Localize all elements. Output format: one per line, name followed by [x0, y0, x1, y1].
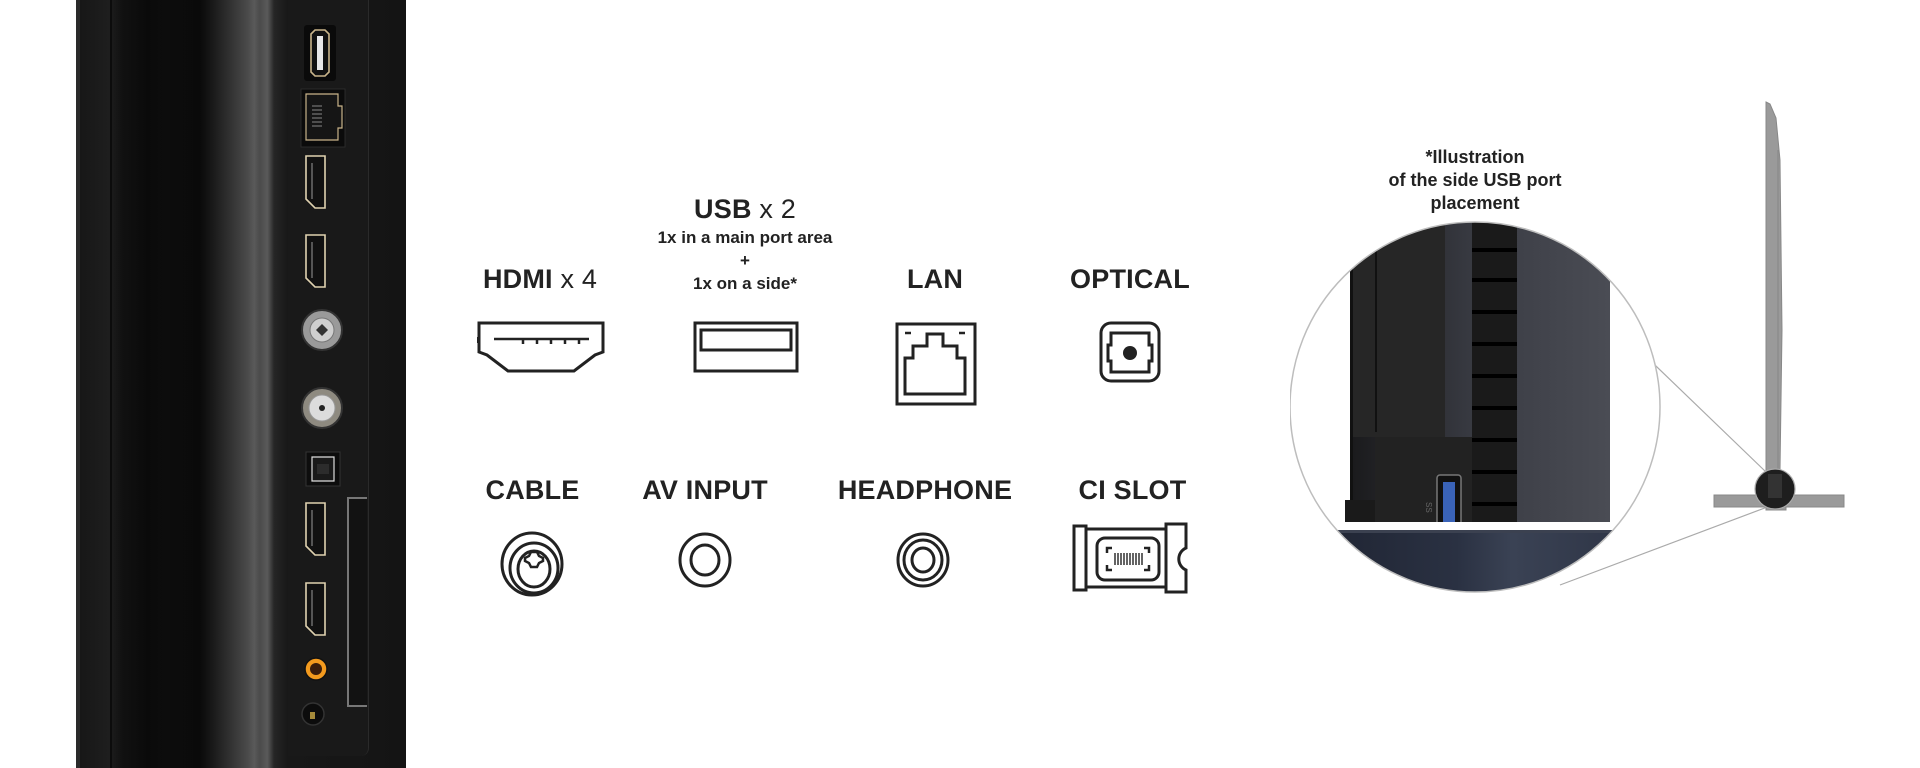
- lan-label: LAN: [906, 264, 964, 294]
- tv-side-view-drawing: SS: [1290, 101, 1845, 593]
- hdmi-label: HDMI x 4: [470, 264, 610, 295]
- cable-label: CABLE: [485, 475, 580, 505]
- av-jack-icon: [678, 532, 732, 588]
- usb-label: USB x 2: [660, 194, 830, 225]
- headphone-jack-icon: [896, 532, 950, 588]
- svg-text:SS: SS: [1424, 502, 1433, 513]
- usb-port-physical-icon: [304, 25, 336, 81]
- antenna-port-physical-icon: [301, 387, 343, 429]
- satellite-port-physical-icon: [301, 309, 343, 351]
- tv-gloss-highlight: [150, 0, 260, 768]
- hdmi-multiplier: x 4: [560, 264, 598, 294]
- ci-slot-physical: [347, 497, 367, 707]
- hdmi-port-icon: [477, 321, 605, 373]
- caption-line-1: *Illustration: [1425, 147, 1525, 167]
- hdmi-label-text: HDMI: [482, 264, 553, 294]
- optical-label: OPTICAL: [1070, 264, 1190, 294]
- hdmi-port-physical-icon: [305, 155, 326, 209]
- usb-label-text: USB: [694, 194, 752, 224]
- optical-port-icon: [1099, 321, 1161, 383]
- ethernet-port-icon: [895, 322, 977, 406]
- av-input-label: AV INPUT: [642, 475, 768, 505]
- caption-line-3: placement: [1430, 193, 1520, 213]
- usb-note-main: 1x in a main port area: [657, 228, 833, 247]
- illustration-caption: *Illustration of the side USB port place…: [1360, 146, 1590, 215]
- hdmi-port-physical-icon: [305, 234, 326, 288]
- optical-port-physical-icon: [305, 451, 341, 487]
- usb-port-icon: [693, 321, 799, 373]
- ci-slot-label: CI SLOT: [1078, 475, 1187, 505]
- ci-card-icon: [1072, 522, 1188, 594]
- coaxial-port-icon: [500, 531, 564, 597]
- headphone-port-physical-icon: [301, 702, 325, 726]
- usb-note-plus: +: [740, 251, 750, 270]
- usb-multiplier: x 2: [759, 194, 796, 224]
- av-port-physical-icon: [304, 657, 328, 681]
- tv-edge: [76, 0, 80, 768]
- hdmi-port-physical-icon: [305, 582, 326, 636]
- caption-line-2: of the side USB port: [1388, 170, 1562, 190]
- usb-note-side: 1x on a side*: [693, 274, 797, 293]
- lan-port-physical-icon: [300, 88, 346, 148]
- headphone-label: HEADPHONE: [837, 475, 1013, 505]
- hdmi-port-physical-icon: [305, 502, 326, 556]
- tv-inner-line: [110, 0, 112, 768]
